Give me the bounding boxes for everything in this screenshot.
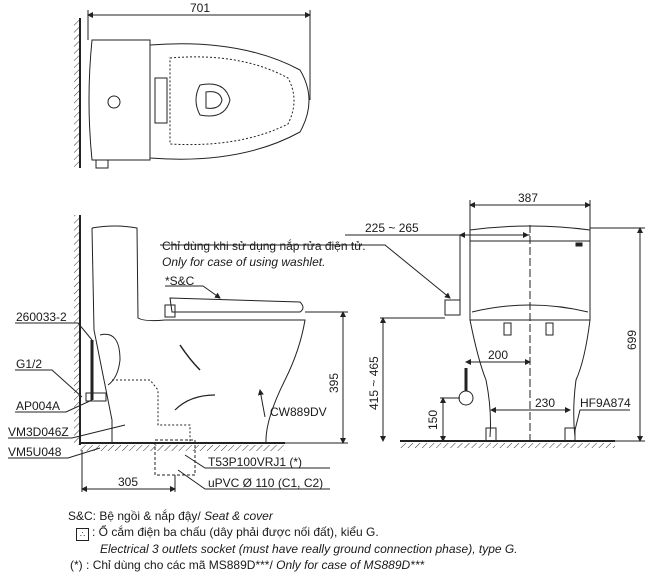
part-cw889dv: CW889DV bbox=[270, 405, 327, 419]
dim-230: 230 bbox=[535, 396, 555, 410]
dim-305: 305 bbox=[118, 475, 138, 489]
washlet-note-en: Only for case of using washlet. bbox=[162, 255, 325, 269]
dim-701: 701 bbox=[190, 1, 210, 15]
dim-225-265: 225 ~ 265 bbox=[365, 221, 419, 235]
part-upvc-pipe: uPVC Ø 110 (C1, C2) bbox=[208, 476, 323, 490]
front-view bbox=[345, 200, 645, 448]
note-star-prefix: (*) : bbox=[70, 558, 90, 572]
note-sc-vi: Bệ ngồi & nắp đậy/ bbox=[99, 509, 201, 523]
dim-200: 200 bbox=[488, 348, 508, 362]
washlet-note-vi: Chỉ dùng khi sử dụng nắp rửa điện tử. bbox=[162, 238, 366, 253]
dim-387: 387 bbox=[518, 191, 538, 205]
note-socket-en: Electrical 3 outlets socket (must have r… bbox=[100, 542, 518, 556]
part-t53p100vrj1: T53P100VRJ1 (*) bbox=[208, 455, 302, 469]
note-sc-en: Seat & cover bbox=[204, 509, 273, 523]
part-260033-2: 260033-2 bbox=[16, 310, 67, 324]
dim-150: 150 bbox=[426, 410, 440, 430]
note-seat-cover: S&C: Bệ ngồi & nắp đậy/ Seat & cover bbox=[68, 508, 518, 524]
part-vm5u048: VM5U048 bbox=[8, 445, 62, 459]
dim-415-465: 415 ~ 465 bbox=[367, 356, 381, 410]
side-view bbox=[8, 215, 451, 492]
part-vm3d046z: VM3D046Z bbox=[8, 425, 69, 439]
note-star: (*) : Chỉ dùng cho các mã MS889D***/ Onl… bbox=[68, 557, 518, 573]
note-star-vi: Chỉ dùng cho các mã MS889D***/ bbox=[92, 558, 273, 572]
note-star-en: Only for case of MS889D*** bbox=[276, 558, 425, 572]
seat-label: *S&C bbox=[165, 274, 195, 288]
part-ap004a: AP004A bbox=[16, 399, 60, 413]
part-g1-2: G1/2 bbox=[16, 357, 42, 371]
note-sc-prefix: S&C: bbox=[68, 509, 97, 523]
notes: S&C: Bệ ngồi & nắp đậy/ Seat & cover ∴: … bbox=[68, 508, 518, 573]
note-socket-vi: : Ổ cắm điện ba chấu (dây phải được nối … bbox=[92, 525, 379, 539]
dim-699: 699 bbox=[625, 330, 639, 350]
part-hf9a874: HF9A874 bbox=[580, 396, 631, 410]
dim-395: 395 bbox=[327, 373, 341, 393]
top-view bbox=[74, 10, 311, 169]
note-socket: ∴: Ổ cắm điện ba chấu (dây phải được nối… bbox=[68, 524, 518, 541]
socket-icon: ∴ bbox=[76, 528, 89, 541]
